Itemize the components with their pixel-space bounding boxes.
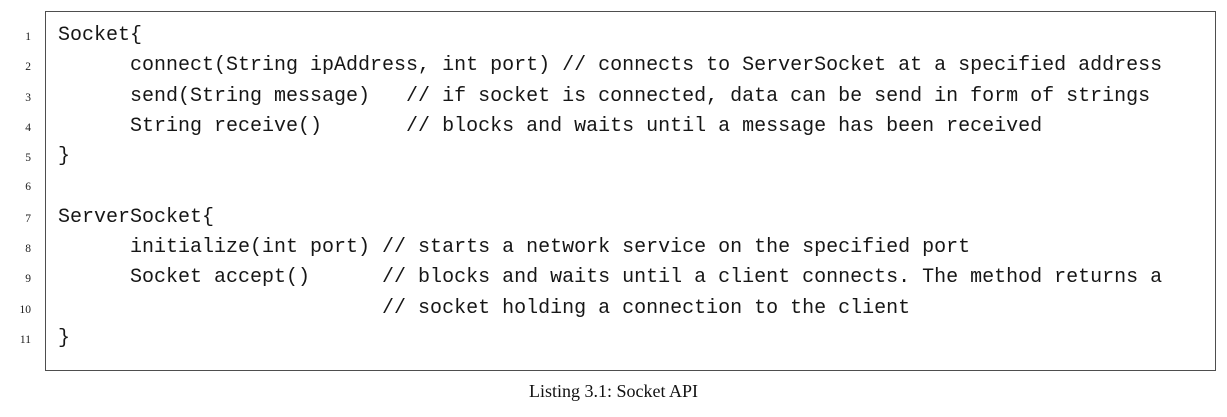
code-line: 3 send(String message) // if socket is c… [0, 82, 1227, 112]
line-code: ServerSocket{ [58, 205, 215, 229]
line-code: send(String message) // if socket is con… [58, 84, 1151, 108]
line-number: 9 [25, 273, 31, 286]
line-number: 1 [25, 31, 31, 43]
line-code: connect(String ipAddress, int port) // c… [58, 54, 1163, 78]
listing-caption: Listing 3.1: Socket API [528, 381, 698, 401]
code-line: 1 Socket{ [0, 21, 1227, 51]
line-number: 8 [25, 243, 31, 256]
code-listing: 1 Socket{ 2 connect(String ipAddress, in… [0, 21, 1227, 354]
code-line: 2 connect(String ipAddress, int port) //… [0, 51, 1227, 81]
code-line: 4 String receive() // blocks and waits u… [0, 112, 1227, 142]
line-number: 3 [25, 91, 31, 104]
line-code: // socket holding a connection to the cl… [58, 296, 911, 320]
line-number: 10 [19, 303, 32, 316]
code-line: 9 Socket accept() // blocks and waits un… [0, 263, 1227, 293]
line-number: 4 [25, 121, 31, 134]
code-line: 11 } [0, 324, 1227, 354]
line-code: Socket accept() // blocks and waits unti… [58, 266, 1163, 290]
code-line: 8 initialize(int port) // starts a netwo… [0, 233, 1227, 263]
line-number: 7 [25, 212, 31, 225]
line-number: 2 [25, 61, 31, 74]
line-code: } [58, 145, 71, 169]
line-number: 6 [25, 181, 31, 194]
code-line: 5 } [0, 142, 1227, 172]
line-code: initialize(int port) // starts a network… [58, 236, 971, 260]
line-code: String receive() // blocks and waits unt… [58, 114, 1043, 138]
line-code: } [58, 326, 71, 350]
line-number: 11 [19, 333, 31, 346]
listing-frame-border [45, 11, 1216, 371]
code-line: 6 [0, 172, 1227, 202]
line-number: 5 [25, 152, 31, 165]
line-code: Socket{ [58, 24, 143, 47]
code-line: 7 ServerSocket{ [0, 203, 1227, 233]
code-line: 10 // socket holding a connection to the… [0, 294, 1227, 324]
